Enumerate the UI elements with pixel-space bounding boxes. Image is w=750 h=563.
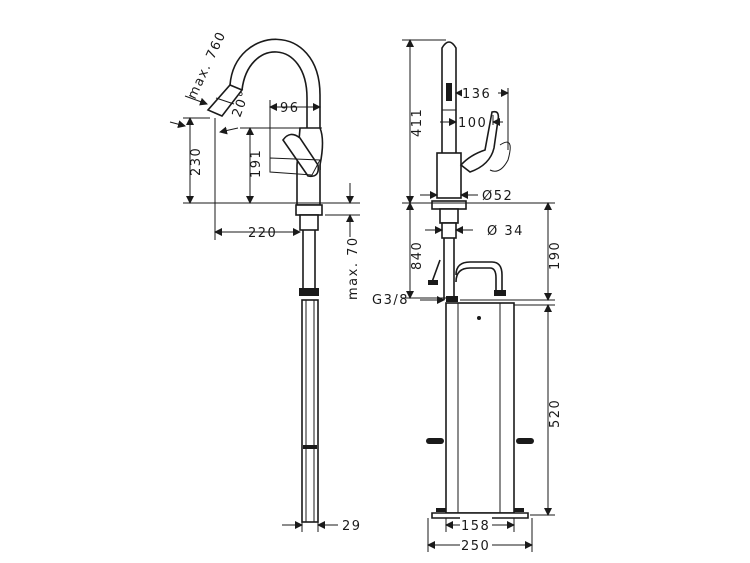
diameter-34: Ø 34 bbox=[487, 224, 524, 239]
dim-220: 220 bbox=[248, 226, 277, 241]
side-view: 230 191 96 220 20° max. 760 max. 70 29 bbox=[169, 29, 362, 534]
faucet-body-front bbox=[436, 152, 462, 199]
dim-411: 411 bbox=[410, 108, 425, 137]
max-reach-760: max. 760 bbox=[185, 29, 230, 102]
front-view: 411 840 136 100 Ø52 Ø 34 G3/8 190 520 15… bbox=[372, 39, 563, 554]
dim-191: 191 bbox=[249, 149, 264, 178]
base-flange bbox=[295, 204, 323, 216]
dim-840: 840 bbox=[410, 241, 425, 270]
hose-weight-tube bbox=[301, 299, 319, 523]
max-70: max. 70 bbox=[346, 236, 361, 300]
dim-29: 29 bbox=[342, 519, 362, 534]
dim-230: 230 bbox=[189, 147, 204, 176]
lever-handle-front bbox=[459, 110, 500, 173]
dim-100: 100 bbox=[458, 116, 487, 131]
thread-g3-8: G3/8 bbox=[372, 293, 409, 308]
supply-hose bbox=[455, 261, 503, 290]
hose bbox=[302, 230, 316, 290]
lever-handle bbox=[282, 133, 320, 178]
weight-box bbox=[445, 302, 515, 514]
diameter-52: Ø52 bbox=[482, 189, 513, 204]
dim-190: 190 bbox=[548, 241, 563, 270]
dim-158: 158 bbox=[461, 519, 490, 534]
dim-250: 250 bbox=[461, 539, 490, 554]
dim-520: 520 bbox=[548, 399, 563, 428]
dim-96: 96 bbox=[280, 101, 300, 116]
dim-136: 136 bbox=[462, 87, 491, 102]
spout-gooseneck bbox=[229, 38, 321, 170]
